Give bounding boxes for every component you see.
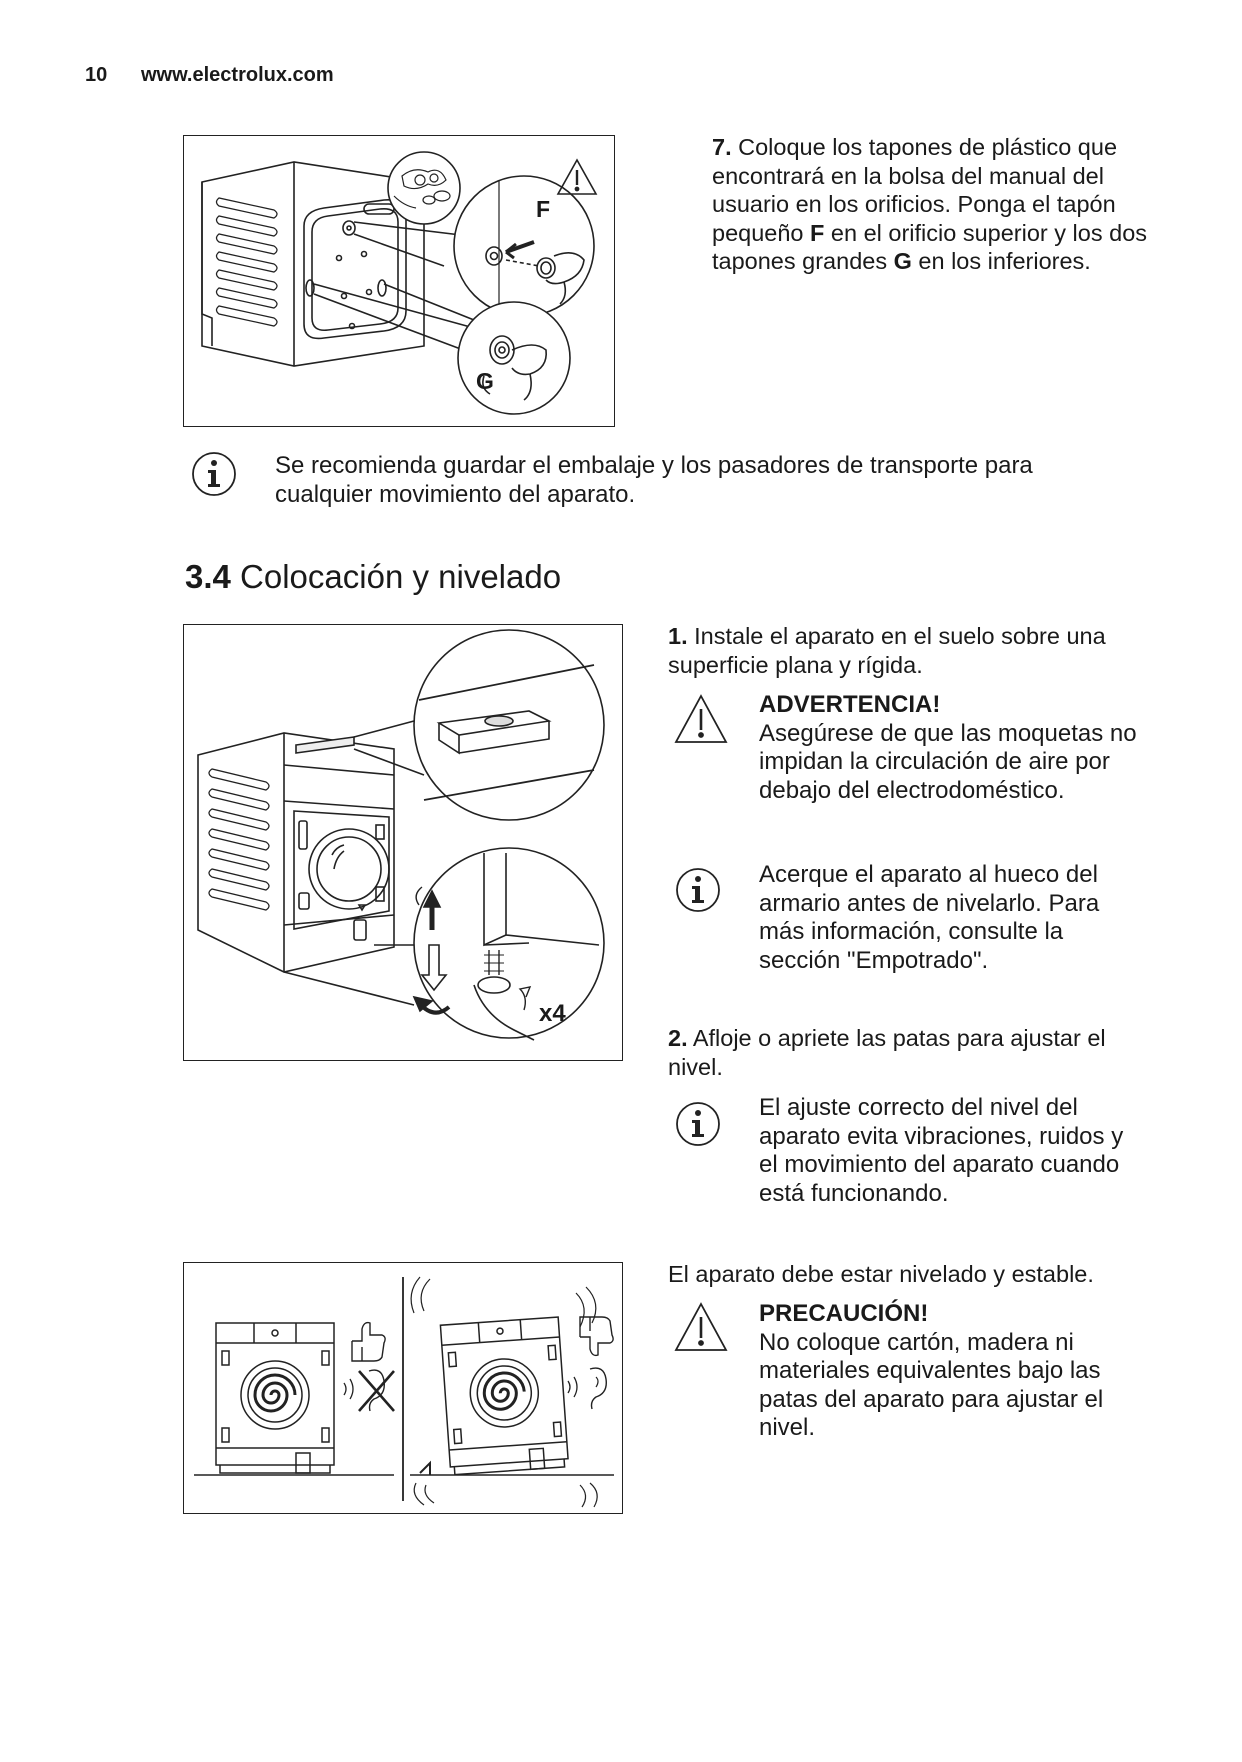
page-number: 10	[85, 64, 108, 86]
figure-insert-caps: F G	[183, 135, 615, 427]
info-leveling-text: El ajuste correcto del nivel del aparato…	[759, 1094, 1124, 1207]
warning-triangle-icon	[674, 694, 728, 744]
warning-block: ADVERTENCIA! Asegúrese de que las moquet…	[759, 691, 1139, 805]
site-url[interactable]: www.electrolux.com	[141, 64, 334, 86]
caution-block: PRECAUCIÓN! No coloque cartón, madera ni…	[759, 1300, 1139, 1443]
caution-title: PRECAUCIÓN!	[759, 1300, 929, 1327]
label-g: G	[476, 368, 494, 394]
step-7-text: 7. Coloque los tapones de plástico que e…	[712, 134, 1148, 274]
level-note: El aparato debe estar nivelado y estable…	[668, 1261, 1094, 1287]
figure-level-comparison	[183, 1262, 623, 1514]
info-cabinet-text: Acerque el aparato al hueco del armario …	[759, 861, 1100, 974]
info-packaging-text: Se recomienda guardar el embalaje y los …	[275, 452, 1033, 508]
step-1-text: 1. Instale el aparato en el suelo sobre …	[668, 623, 1106, 678]
info-icon	[190, 450, 238, 498]
warning-triangle-icon	[556, 158, 598, 196]
warning-triangle-icon	[674, 1302, 728, 1352]
section-heading: 3.4 Colocación y nivelado	[185, 558, 562, 595]
warning-title: ADVERTENCIA!	[759, 691, 941, 718]
warning-text: Asegúrese de que las moquetas no impidan…	[759, 719, 1137, 804]
info-icon	[674, 1100, 722, 1148]
step-2-text: 2. Afloje o apriete las patas para ajust…	[668, 1025, 1106, 1080]
info-icon	[674, 866, 722, 914]
label-f: F	[536, 196, 551, 222]
label-x4: x4	[539, 1000, 566, 1027]
figure-leveling: x4	[183, 624, 623, 1061]
caution-text: No coloque cartón, madera ni materiales …	[759, 1328, 1104, 1442]
